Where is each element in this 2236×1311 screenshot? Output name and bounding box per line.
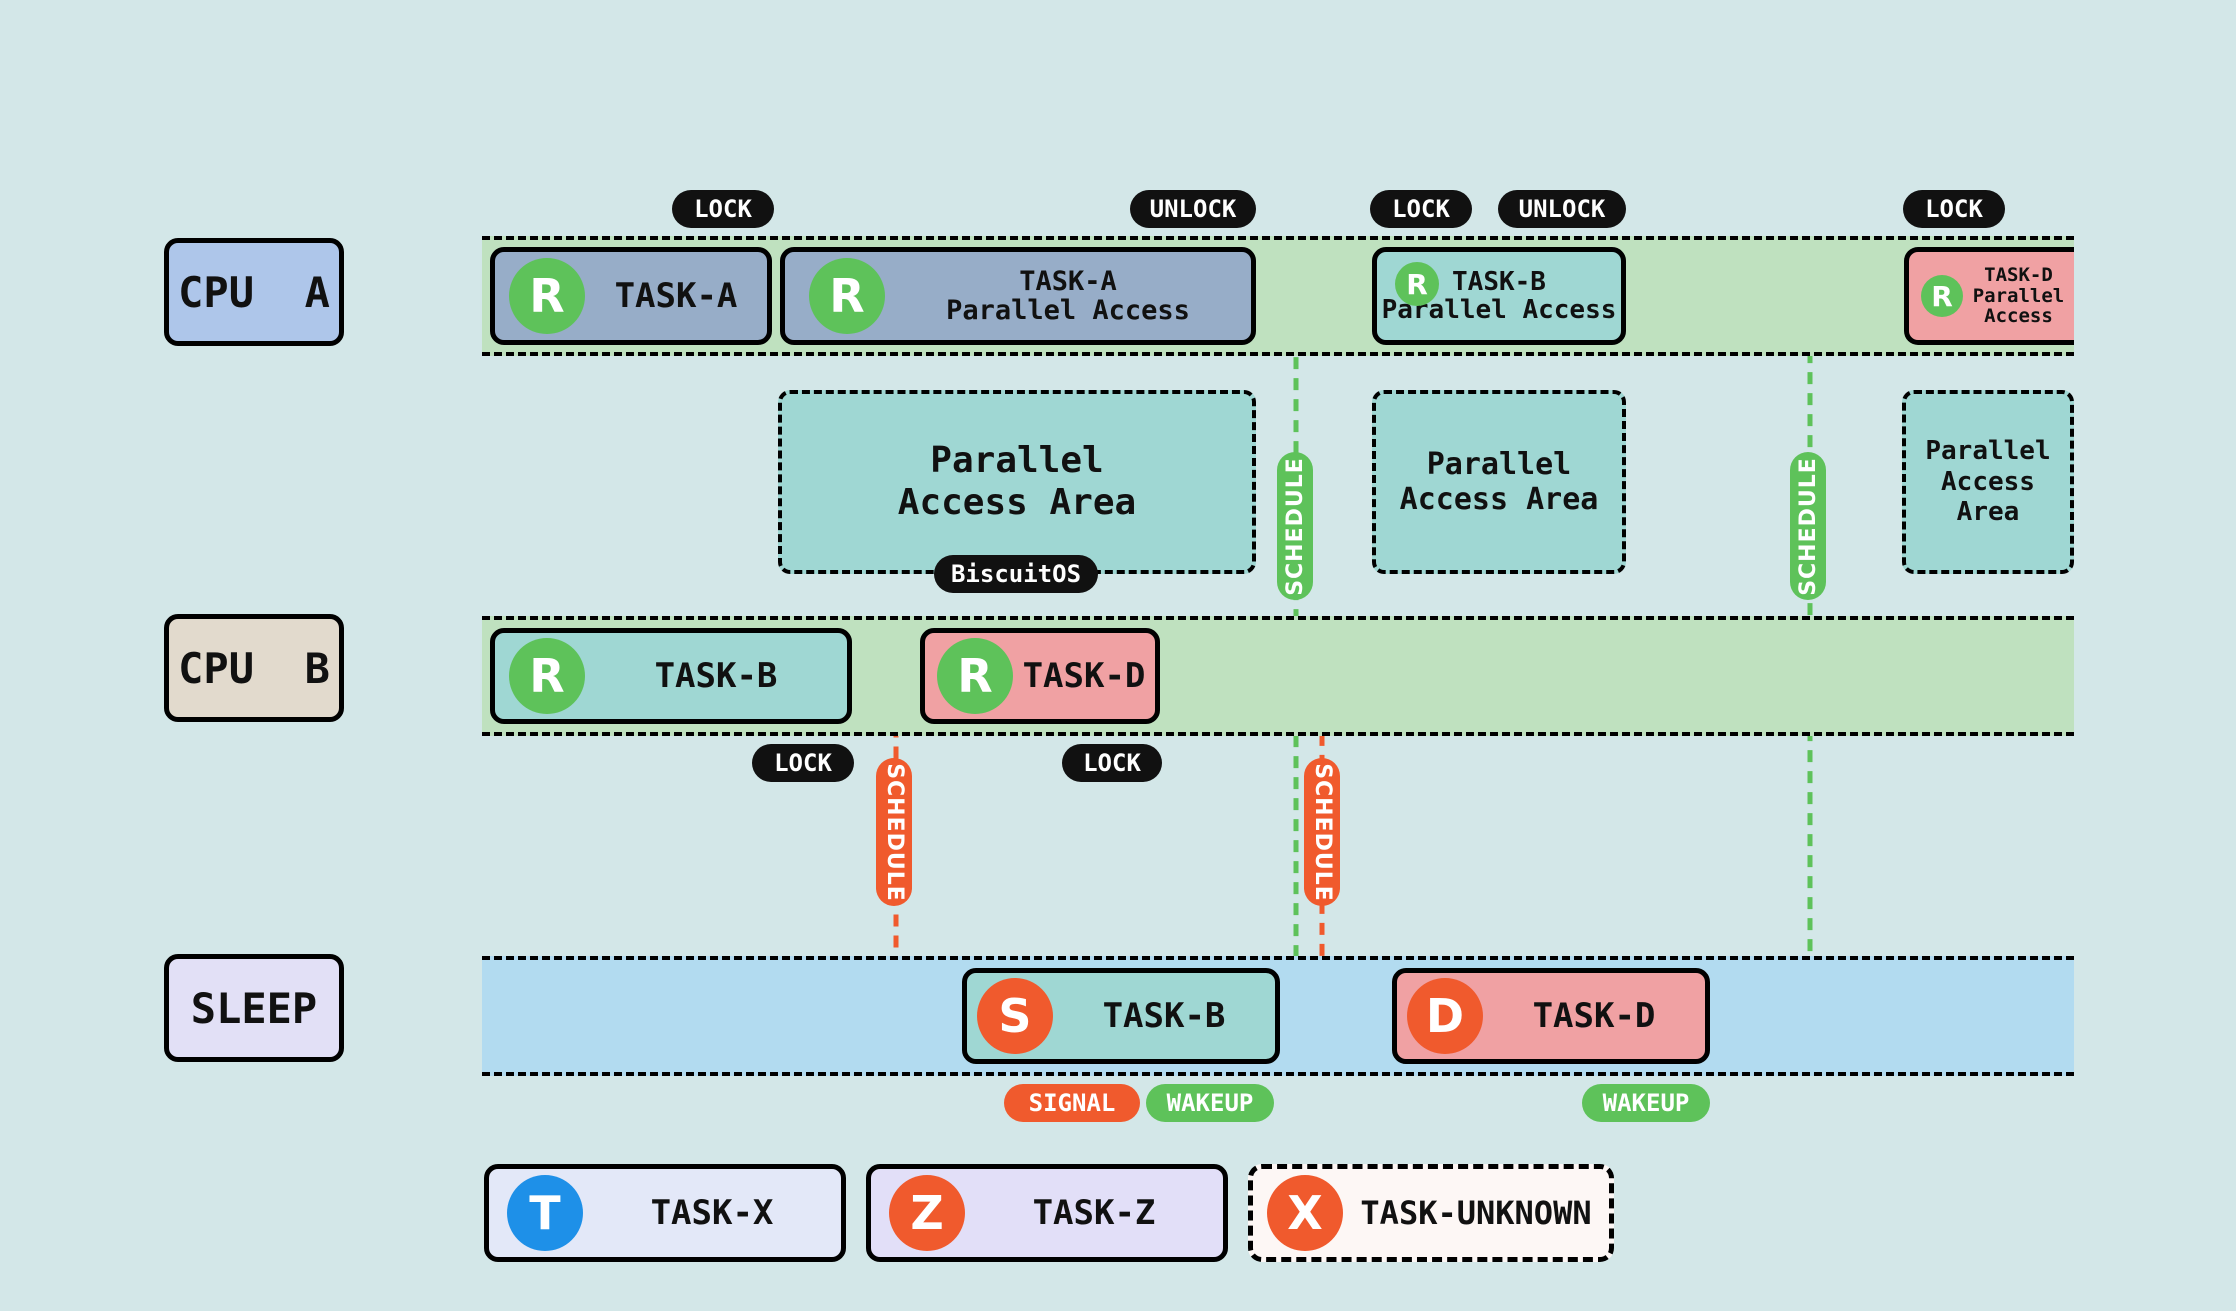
schedule-label: SCHEDULE [1282,456,1308,596]
task-name: TASK-B [1102,995,1226,1036]
running-state-icon: R [937,638,1013,714]
running-state-icon: R [1921,275,1963,317]
task-name: TASK-UNKNOWN [1360,1193,1592,1232]
watermark-tag: BiscuitOS [934,555,1098,593]
zombie-state-icon: Z [889,1175,965,1251]
parallel-access-area-1: Parallel Access Area [778,390,1256,574]
schedule-label: SCHEDULE [881,762,907,902]
schedule-label: SCHEDULE [1309,762,1335,902]
stopped-state-icon: T [507,1175,583,1251]
running-state-icon: R [1395,262,1439,306]
legend-task-z: Z TASK-Z [866,1164,1228,1262]
lock-tag: LOCK [672,190,774,228]
parallel-access-area-3: Parallel Access Area [1902,390,2074,574]
signal-tag: SIGNAL [1004,1084,1140,1122]
cpu-a-label: CPU A [164,238,344,346]
task-name: TASK-X [650,1192,774,1233]
schedule-tag-red: SCHEDULE [1304,758,1340,906]
lock-tag: LOCK [752,744,854,782]
wakeup-tag: WAKEUP [1146,1084,1274,1122]
task-name: TASK-D [1532,995,1656,1036]
unlock-tag: UNLOCK [1130,190,1256,228]
unknown-state-icon: X [1267,1175,1343,1251]
cpu-a-task-a-parallel-access: R TASK-A Parallel Access [780,247,1256,345]
schedule-tag-green: SCHEDULE [1790,452,1826,600]
parallel-access-area-2: Parallel Access Area [1372,390,1626,574]
running-state-icon: R [809,258,885,334]
lock-tag: LOCK [1370,190,1472,228]
lock-tag: LOCK [1062,744,1162,782]
cpu-b-task-b: R TASK-B [490,628,852,724]
cpu-a-task-b-parallel-access: R TASK-B Parallel Access [1372,247,1626,345]
sleep-task-b: S TASK-B [962,968,1280,1064]
schedule-tag-green: SCHEDULE [1277,452,1313,600]
task-name: TASK-A [614,275,738,316]
cpu-b-label: CPU B [164,614,344,722]
schedule-label: SCHEDULE [1795,456,1821,596]
disk-sleep-state-icon: D [1407,978,1483,1054]
wakeup-tag: WAKEUP [1582,1084,1710,1122]
legend-task-unknown: X TASK-UNKNOWN [1248,1164,1614,1262]
task-name: TASK-D [1022,655,1146,696]
task-name: TASK-A Parallel Access [946,265,1190,326]
unlock-tag: UNLOCK [1498,190,1626,228]
task-name: TASK-Z [1032,1192,1156,1233]
task-name: TASK-D Parallel Access [1972,264,2065,328]
sleep-task-d: D TASK-D [1392,968,1710,1064]
running-state-icon: R [509,638,585,714]
lock-tag: LOCK [1903,190,2005,228]
sleep-label: SLEEP [164,954,344,1062]
cpu-a-task-a: R TASK-A [490,247,772,345]
cpu-b-task-d: R TASK-D [920,628,1160,724]
task-name: TASK-B [654,655,778,696]
schedule-tag-red: SCHEDULE [876,758,912,906]
cpu-a-task-d-parallel-access: R TASK-D Parallel Access [1904,247,2074,345]
legend-task-x: T TASK-X [484,1164,846,1262]
running-state-icon: R [509,258,585,334]
sleeping-state-icon: S [977,978,1053,1054]
